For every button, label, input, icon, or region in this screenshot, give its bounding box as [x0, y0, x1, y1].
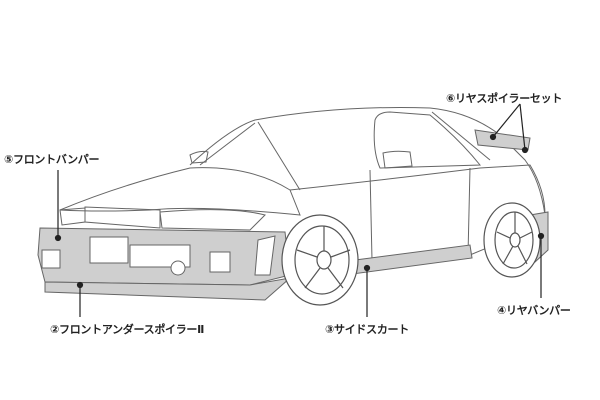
side-body	[289, 164, 546, 266]
hood	[59, 167, 301, 216]
grille	[84, 206, 161, 229]
side-window	[373, 111, 482, 169]
duct-right	[254, 235, 276, 276]
front-under-spoiler-part	[44, 277, 292, 301]
duct-left	[41, 249, 61, 269]
license-plate	[89, 236, 129, 264]
front-mirror	[189, 150, 209, 164]
label-front-bumper: ⑤フロントバンパー	[4, 153, 100, 166]
car-roof	[189, 107, 546, 216]
headlight-right	[159, 209, 266, 231]
door-line	[369, 167, 471, 261]
leader-rear-spoiler-a	[492, 103, 521, 138]
intake-right	[209, 251, 231, 273]
windshield	[199, 121, 301, 191]
label-side-skirt: ③サイドスカート	[325, 323, 409, 336]
leader-rear-spoiler-b	[519, 103, 526, 151]
label-rear-spoiler-set: ⑥リヤスポイラーセット	[446, 92, 563, 105]
label-rear-bumper: ④リヤバンパー	[497, 304, 571, 317]
rear-window	[431, 111, 491, 161]
rear-spoiler-part	[474, 129, 531, 151]
mirror	[382, 150, 413, 169]
foglight-right	[170, 260, 186, 276]
side-skirt-part	[339, 244, 473, 276]
label-front-under-spoiler: ②フロントアンダースポイラーⅡ	[50, 323, 205, 336]
